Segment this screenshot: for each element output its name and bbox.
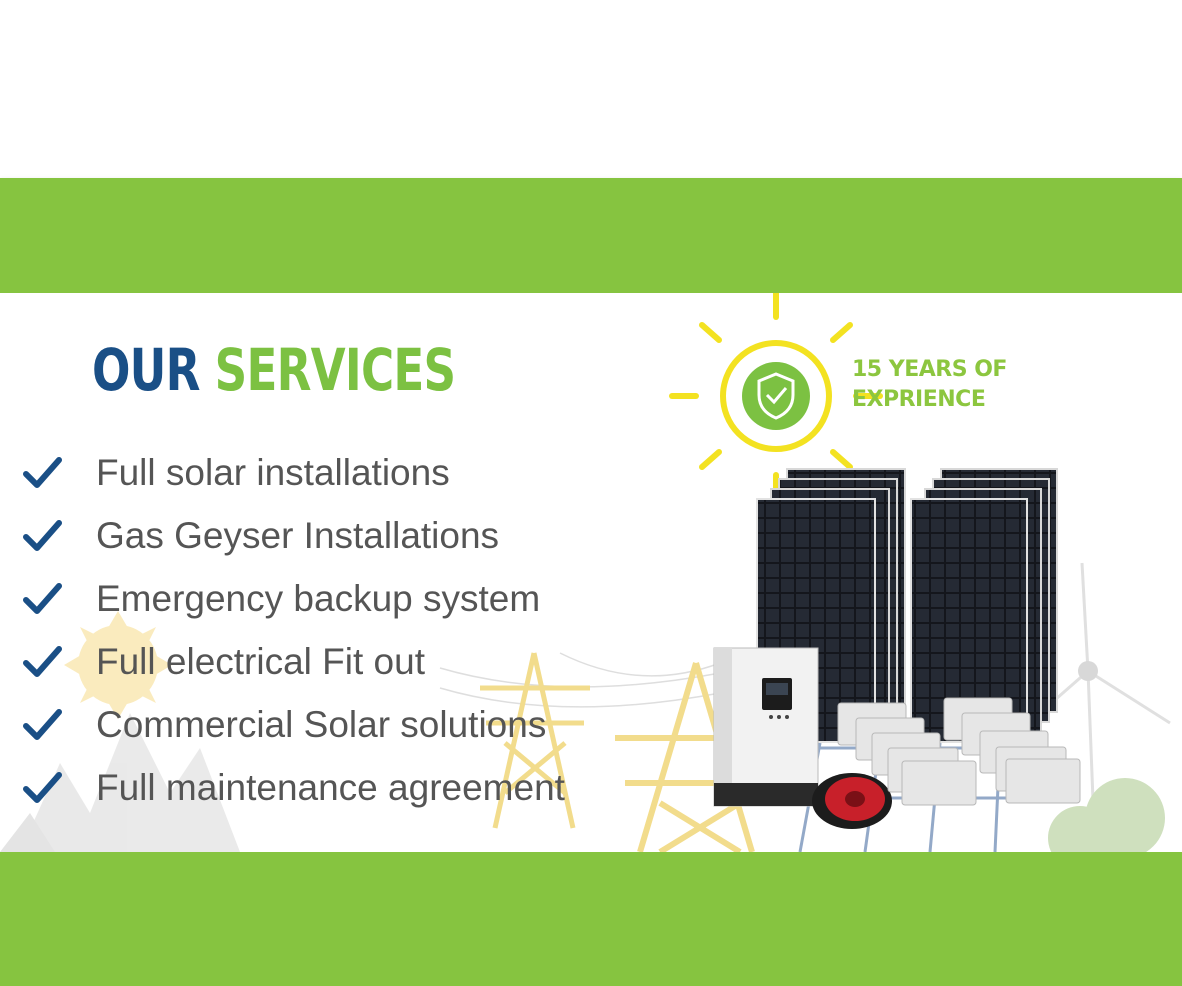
service-item: Full solar installations <box>22 441 565 504</box>
bottom-green-band <box>0 852 1182 986</box>
experience-badge-text: 15 YEARS OF EXPRIENCE <box>852 355 1007 415</box>
background-sun-icon <box>64 611 172 719</box>
service-item: Emergency backup system <box>22 567 565 630</box>
heading-our: OUR <box>92 336 200 404</box>
check-icon <box>23 645 62 677</box>
battery-bank <box>837 697 1081 806</box>
experience-line-2: EXPRIENCE <box>852 387 986 412</box>
services-banner: OUR SERVICES Full solar installations Ga… <box>0 293 1182 852</box>
service-label: Commercial Solar solutions <box>96 703 547 745</box>
service-label: Emergency backup system <box>96 577 541 619</box>
background-mountains <box>0 713 240 852</box>
power-pylon-small <box>480 652 590 829</box>
check-icon <box>23 519 62 551</box>
services-list: Full solar installations Gas Geyser Inst… <box>22 441 565 819</box>
service-item: Commercial Solar solutions <box>22 693 565 756</box>
top-whitespace <box>0 0 1182 178</box>
service-label: Full solar installations <box>96 451 450 493</box>
top-green-band <box>0 178 1182 293</box>
service-label: Gas Geyser Installations <box>96 514 500 556</box>
background-bush <box>1048 778 1165 852</box>
check-icon <box>23 582 62 614</box>
solar-panel-stack-right <box>910 468 1058 743</box>
section-heading: OUR SERVICES <box>92 341 456 399</box>
service-item: Gas Geyser Installations <box>22 504 565 567</box>
shield-check-icon <box>742 362 810 430</box>
check-icon <box>23 771 62 803</box>
inverter-unit <box>713 647 819 807</box>
cable-reel <box>812 773 892 829</box>
experience-line-1: 15 YEARS OF <box>852 357 1007 382</box>
banner-illustration <box>0 293 1171 852</box>
check-icon <box>23 708 62 740</box>
check-icon <box>23 456 62 488</box>
service-item: Full maintenance agreement <box>22 756 565 819</box>
service-label: Full electrical Fit out <box>96 640 425 682</box>
heading-services: SERVICES <box>214 336 456 404</box>
service-item: Full electrical Fit out <box>22 630 565 693</box>
service-label: Full maintenance agreement <box>96 766 565 808</box>
